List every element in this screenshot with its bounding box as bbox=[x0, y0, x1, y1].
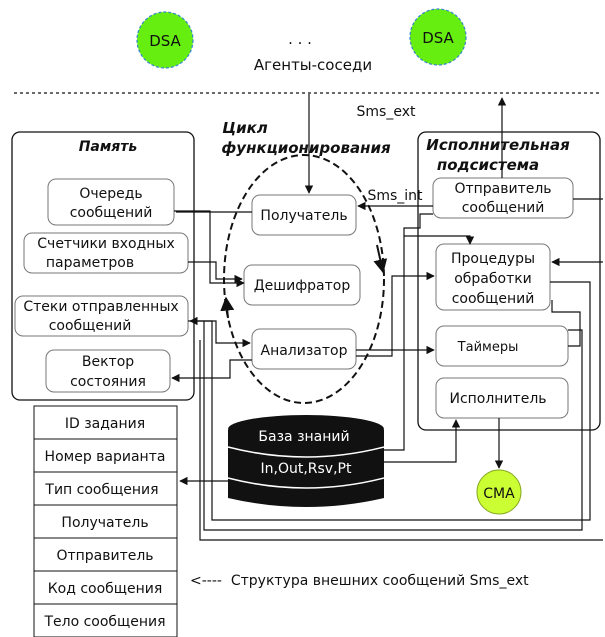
executive-frame bbox=[417, 131, 601, 431]
neighbor-agents: DSA . . . DSA Агенты-соседи bbox=[136, 8, 467, 74]
arrow-kb-to-executor bbox=[384, 419, 461, 463]
procedures-line3: сообщений bbox=[452, 291, 535, 307]
field-code: Код сообщения bbox=[48, 581, 163, 597]
arrow-analyzer-to-procedures bbox=[356, 271, 435, 357]
kb-cylinder-top bbox=[228, 415, 384, 443]
field-box-6 bbox=[33, 603, 178, 637]
state-vector-box bbox=[45, 349, 171, 393]
kb-cylinder-rim bbox=[227, 446, 385, 458]
kb-title: База знаний bbox=[258, 429, 349, 445]
timers-label: Таймеры bbox=[457, 340, 519, 355]
cycle-title-line2: функционирования bbox=[221, 139, 391, 157]
memory-frame bbox=[11, 131, 195, 401]
field-id: ID задания bbox=[65, 416, 145, 432]
dsa-left-label: DSA bbox=[149, 32, 181, 50]
field-box-3 bbox=[33, 504, 178, 539]
cycle-arrow-right bbox=[373, 244, 388, 274]
exec-title-line1: Исполнительная bbox=[426, 136, 570, 154]
sender-line2: сообщений bbox=[462, 200, 545, 216]
arrow-stacks-to-analyzer bbox=[188, 320, 251, 348]
receiver-box bbox=[251, 194, 357, 236]
field-body: Тело сообщения bbox=[43, 614, 165, 630]
sms-int-label: Sms_int bbox=[367, 188, 423, 204]
field-box-4 bbox=[33, 537, 178, 572]
executive-subsystem: Исполнительная подсистема Отправитель со… bbox=[417, 131, 601, 431]
procedures-line2: обработки bbox=[454, 271, 532, 287]
kb-cylinder-rim2 bbox=[227, 477, 385, 489]
connectors: Sms_int bbox=[171, 94, 603, 541]
field-variant: Номер варианта bbox=[45, 449, 166, 465]
knowledge-base: База знаний In,Out,Rsv,Pt bbox=[227, 415, 385, 507]
field-box-2 bbox=[33, 471, 178, 506]
input-counters-line1: Счетчики входных bbox=[37, 236, 174, 252]
sent-stacks-line2: сообщений bbox=[49, 318, 132, 334]
message-structure: ID задания Номер варианта Тип сообщения … bbox=[33, 405, 178, 637]
message-queue-line2: сообщений bbox=[70, 205, 153, 221]
message-queue-line1: Очередь bbox=[79, 186, 142, 202]
executor-label: Исполнитель bbox=[449, 391, 546, 407]
arrow-analyzer-to-vector bbox=[171, 359, 252, 383]
message-queue-box bbox=[47, 178, 175, 226]
arrow-sender-to-stacks bbox=[403, 213, 433, 236]
kb-content: In,Out,Rsv,Pt bbox=[261, 461, 352, 477]
memory-title: Память bbox=[79, 139, 138, 155]
procedures-line1: Процедуры bbox=[451, 251, 535, 267]
arrow-timers-out bbox=[203, 321, 583, 531]
agents-ellipsis: . . . bbox=[288, 30, 312, 48]
sent-stacks-box bbox=[14, 295, 189, 337]
arrow-timers-to-procedures bbox=[551, 300, 581, 347]
arrow-proc-out bbox=[189, 281, 591, 521]
structure-caption: <---- Структура внешних сообщений Sms_ex… bbox=[190, 573, 529, 589]
input-counters-line2: параметров bbox=[46, 255, 134, 271]
field-box-0 bbox=[33, 405, 178, 440]
sender-box bbox=[432, 177, 574, 219]
kb-cylinder-body bbox=[228, 430, 384, 507]
cycle-title-line1: Цикл bbox=[222, 119, 268, 137]
sent-stacks-line1: Стеки отправленных bbox=[23, 299, 178, 315]
exec-title-line2: подсистема bbox=[437, 156, 539, 174]
neighbor-agents-caption: Агенты-соседи bbox=[254, 56, 372, 74]
field-sender: Отправитель bbox=[56, 548, 153, 564]
dsa-node-left bbox=[136, 11, 194, 69]
state-vector-line2: состояния bbox=[70, 374, 146, 390]
state-vector-line1: Вектор bbox=[82, 354, 134, 370]
arrow-ext-bus bbox=[199, 340, 603, 541]
sms-ext-label: Sms_ext bbox=[357, 104, 416, 120]
executor-box bbox=[435, 377, 569, 419]
memory-block: Память Очередь сообщений Счетчики входны… bbox=[11, 131, 195, 401]
receiver-label: Получатель bbox=[260, 208, 347, 224]
field-box-1 bbox=[33, 438, 178, 473]
decryptor-label: Дешифратор bbox=[254, 278, 351, 294]
procedures-box bbox=[435, 243, 551, 311]
cma-node bbox=[476, 469, 522, 515]
sender-line1: Отправитель bbox=[454, 181, 551, 197]
analyzer-label: Анализатор bbox=[261, 343, 348, 359]
field-type: Тип сообщения bbox=[44, 482, 158, 498]
cma-label: CMA bbox=[483, 486, 515, 502]
arrow-counters-to-decryptor bbox=[188, 261, 243, 284]
dsa-right-label: DSA bbox=[422, 29, 454, 47]
field-box-5 bbox=[33, 570, 178, 605]
arrow-queue-to-decryptor bbox=[174, 210, 245, 288]
analyzer-box bbox=[251, 328, 357, 370]
cycle-arrow-left bbox=[220, 296, 235, 319]
field-receiver: Получатель bbox=[61, 515, 148, 531]
input-counters-box bbox=[23, 232, 189, 274]
dsa-node-right bbox=[409, 8, 467, 66]
